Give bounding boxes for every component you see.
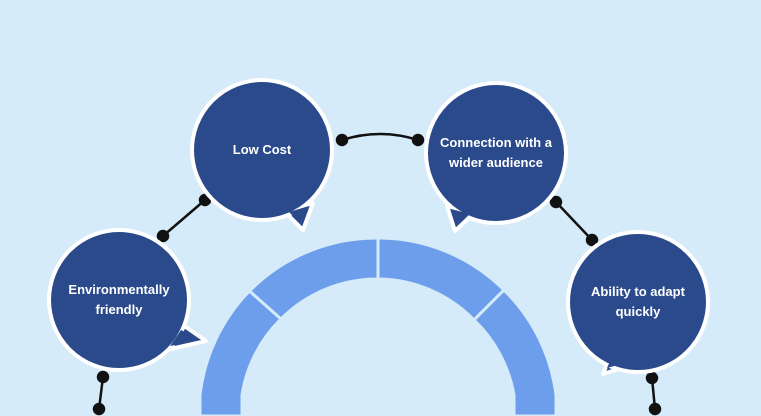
connectors (92, 132, 662, 416)
connector-friendly-low-cost (156, 193, 212, 243)
bubble-environmentally-friendly (47, 228, 208, 372)
arc-segment-right-lower (471, 287, 558, 416)
label-low-cost: Low Cost (232, 142, 292, 157)
arc-segment-left-upper (247, 236, 380, 322)
connector-friendly-bottom (92, 370, 110, 416)
label-adapt: Ability to adapt quickly (591, 284, 685, 319)
bubble-low-cost (190, 78, 334, 232)
connector-adapt-bottom (645, 371, 662, 416)
bubble-adapt (566, 230, 710, 376)
label-connection: Connection with a wider audience (440, 135, 552, 170)
connector-connection-adapt (549, 195, 599, 247)
label-environmentally-friendly: Environmentally friendly (68, 282, 170, 317)
central-arc (198, 236, 558, 416)
bubble-connection (424, 81, 568, 233)
connector-low-cost-connection (335, 132, 425, 147)
